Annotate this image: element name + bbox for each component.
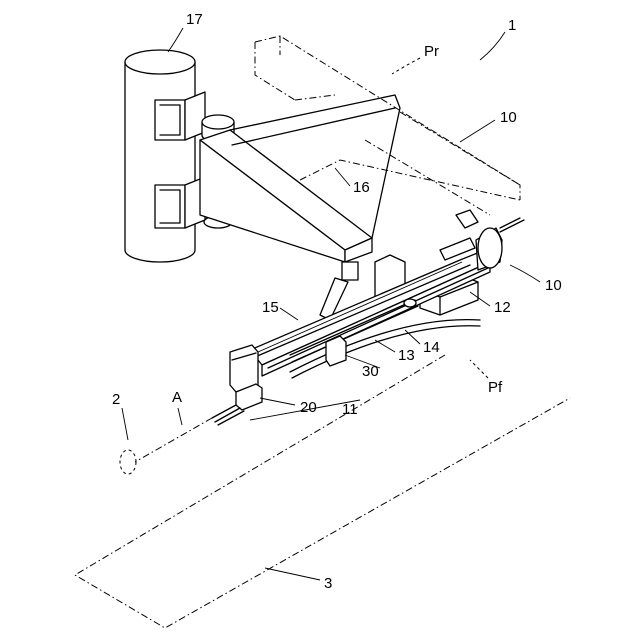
axis-A xyxy=(120,418,212,474)
column-17 xyxy=(125,50,195,262)
label-3: 3 xyxy=(324,575,332,592)
label-13: 13 xyxy=(398,347,415,364)
label-12: 12 xyxy=(494,299,511,316)
label-14: 14 xyxy=(423,339,440,356)
label-10-upper: 10 xyxy=(500,109,517,126)
label-1: 1 xyxy=(508,17,516,34)
label-20: 20 xyxy=(300,399,317,416)
label-10-lower: 10 xyxy=(545,277,562,294)
label-30: 30 xyxy=(362,363,379,380)
label-17: 17 xyxy=(186,11,203,28)
label-Pf: Pf xyxy=(488,379,503,396)
label-2: 2 xyxy=(112,391,120,408)
label-Pr: Pr xyxy=(424,43,439,60)
label-16: 16 xyxy=(353,179,370,196)
label-A: A xyxy=(172,389,182,406)
slider-30 xyxy=(326,336,346,366)
label-11: 11 xyxy=(342,401,358,418)
label-15: 15 xyxy=(262,299,279,316)
